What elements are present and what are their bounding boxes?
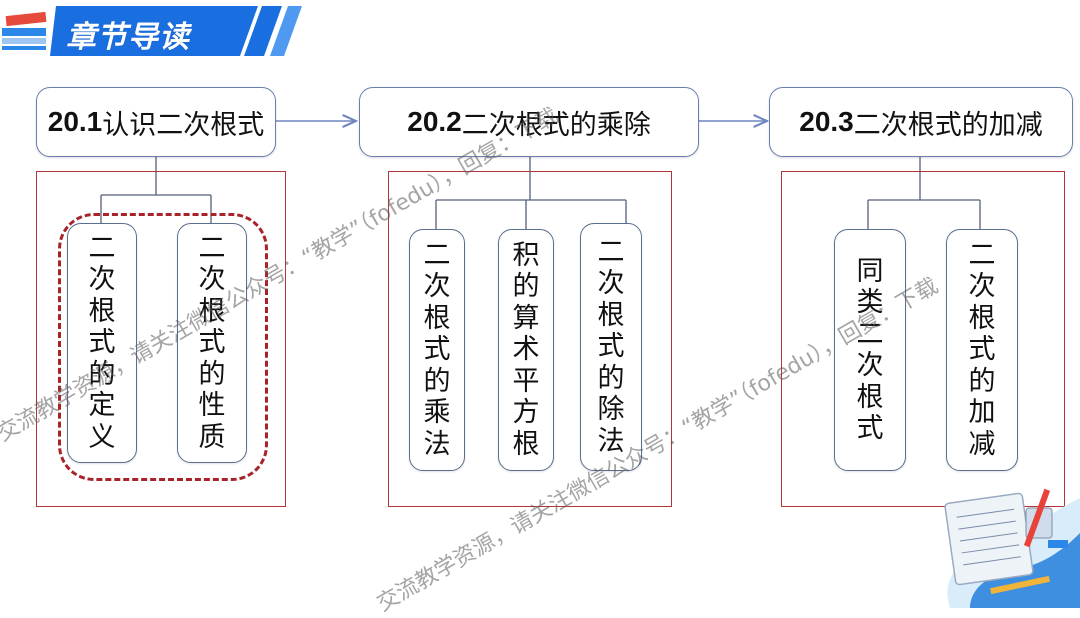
books-icon — [2, 11, 47, 50]
leaf-box: 二次根式的性质 — [177, 223, 247, 463]
tree-lines-1 — [100, 155, 212, 224]
notebook-illustration — [944, 488, 1080, 608]
leaf-box: 积的算术平方根 — [498, 229, 554, 471]
header-banner: 章节导读 — [0, 0, 320, 62]
section-title-text: 二次根式的乘除 — [461, 109, 651, 141]
section-frame-3 — [781, 171, 1065, 507]
leaf-text: 积的算术平方根 — [512, 239, 540, 460]
leaf-text: 二次根式的除法 — [597, 236, 625, 457]
section-number: 20.1 — [47, 106, 103, 137]
leaf-box: 二次根式的除法 — [580, 223, 642, 471]
tree-lines-3 — [867, 155, 981, 230]
tree-lines-2 — [435, 155, 627, 230]
leaf-box: 同类二次根式 — [834, 229, 906, 471]
leaf-text: 二次根式的乘法 — [423, 239, 451, 460]
leaf-text: 同类二次根式 — [856, 255, 884, 445]
leaf-box: 二次根式的定义 — [67, 223, 137, 463]
leaf-box: 二次根式的乘法 — [409, 229, 465, 471]
section-title-text: 二次根式的加减 — [853, 109, 1043, 141]
section-frame-2 — [388, 171, 672, 507]
leaf-text: 二次根式的性质 — [198, 232, 226, 453]
section-frame-1 — [36, 171, 286, 507]
leaf-text: 二次根式的定义 — [88, 232, 116, 453]
highlight-dashed-outline — [58, 213, 268, 481]
section-title-text: 认识二次根式 — [102, 109, 265, 141]
page-title: 章节导读 — [66, 20, 190, 55]
leaf-text: 二次根式的加减 — [968, 239, 996, 460]
section-number: 20.2 — [407, 106, 462, 137]
section-number: 20.3 — [799, 106, 854, 137]
leaf-box: 二次根式的加减 — [946, 229, 1018, 471]
